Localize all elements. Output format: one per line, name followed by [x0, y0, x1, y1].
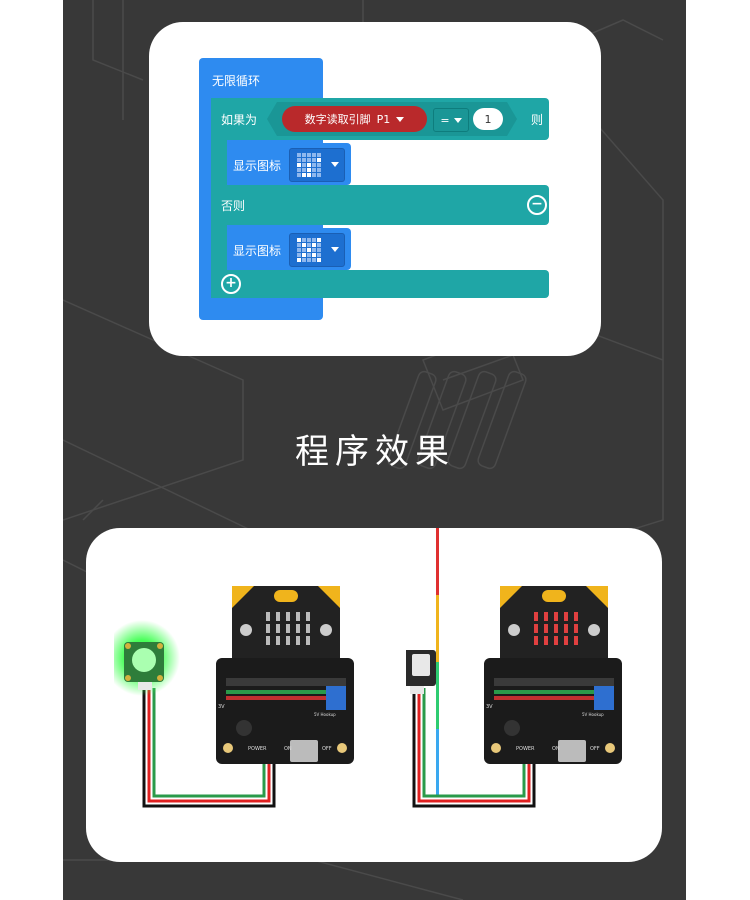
show-icon-block-1[interactable]: 显示图标	[227, 143, 351, 185]
forever-label: 无限循环	[212, 74, 261, 88]
color-divider	[436, 528, 439, 796]
operator-select[interactable]: =	[433, 108, 469, 132]
expansion-board: POWER ON OFF 3V 5V Hookup	[216, 658, 354, 764]
off-label: OFF	[590, 746, 600, 752]
section-title: 程序效果	[295, 432, 455, 472]
hookup-label: 5V Hookup	[582, 712, 604, 717]
voltage-label: 3V	[486, 704, 493, 710]
chevron-down-icon	[453, 117, 462, 123]
icon-select-cross[interactable]	[289, 233, 345, 267]
pin-select-value[interactable]: P1	[376, 112, 391, 126]
microbit-board	[500, 586, 608, 666]
on-label: ON	[552, 746, 560, 752]
on-label: ON	[284, 746, 292, 752]
demo-scene-led-off: POWER ON OFF 3V 5V Hookup	[406, 586, 622, 808]
code-card: 无限循环 如果为 则 数字读取引脚 P1 = 1 显示图标	[149, 22, 601, 356]
wire-red	[147, 688, 271, 803]
remove-else-icon[interactable]: −	[527, 195, 547, 215]
operator-value: =	[440, 113, 450, 127]
cross-icon	[297, 238, 339, 262]
compare-value-input[interactable]: 1	[473, 108, 503, 130]
demo-scene-led-on: POWER ON OFF 3V 5V Hookup	[114, 586, 354, 808]
wire-black	[142, 688, 276, 808]
expansion-board: POWER ON OFF 3V 5V Hookup	[484, 658, 622, 764]
show-icon-label: 显示图标	[233, 159, 282, 173]
wire-green	[152, 688, 266, 798]
chevron-down-icon[interactable]	[396, 116, 405, 122]
show-icon-label: 显示图标	[233, 244, 282, 258]
add-else-if-icon[interactable]: +	[221, 274, 241, 294]
else-label: 否则	[221, 199, 246, 213]
check-icon	[297, 153, 339, 177]
off-label: OFF	[322, 746, 332, 752]
if-block-end[interactable]: +	[211, 270, 549, 298]
page-frame: 无限循环 如果为 则 数字读取引脚 P1 = 1 显示图标	[63, 0, 686, 900]
voltage-label: 3V	[218, 704, 225, 710]
power-label: POWER	[516, 746, 535, 752]
demo-card: POWER ON OFF 3V 5V Hookup	[86, 528, 662, 862]
digital-read-pin-block[interactable]: 数字读取引脚 P1	[282, 106, 427, 132]
hookup-label: 5V Hookup	[314, 712, 336, 717]
if-label: 如果为	[221, 113, 258, 127]
wire-black	[412, 688, 536, 808]
power-label: POWER	[248, 746, 267, 752]
icon-select-check[interactable]	[289, 148, 345, 182]
microbit-board	[232, 586, 340, 666]
compare-value-text: 1	[484, 112, 492, 126]
then-label: 则	[531, 113, 544, 127]
wire-green	[422, 688, 526, 798]
digital-read-label: 数字读取引脚	[304, 113, 371, 126]
wire-red	[417, 688, 531, 803]
show-icon-block-2[interactable]: 显示图标	[227, 228, 351, 270]
else-block[interactable]: 否则 −	[211, 185, 549, 225]
